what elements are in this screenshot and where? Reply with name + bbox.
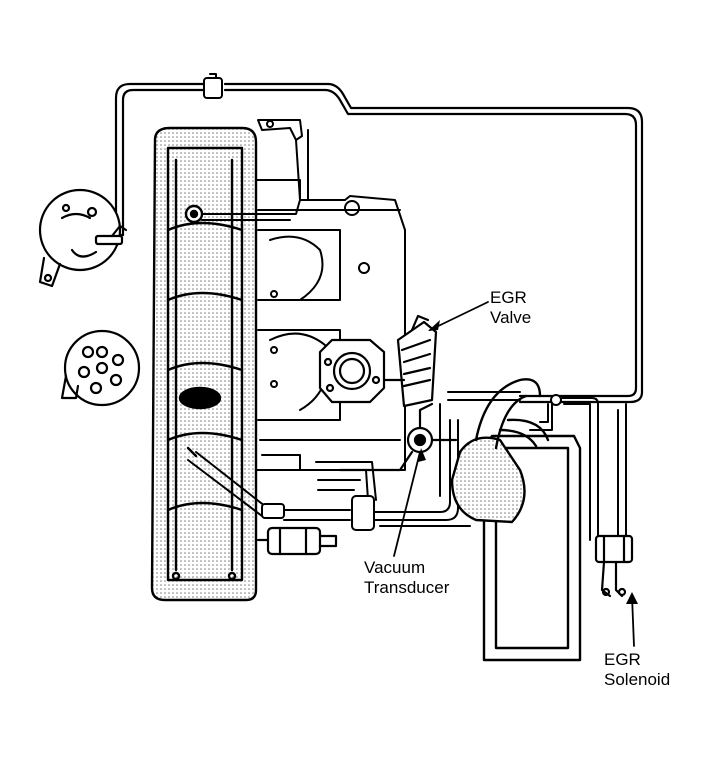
arrowheads bbox=[418, 320, 638, 604]
vacuum-hose-loop bbox=[114, 82, 644, 404]
vacuum-transducer-label: Vacuum Transducer bbox=[364, 558, 449, 598]
egr-valve bbox=[382, 314, 438, 408]
egr-valve-label-line1: EGR bbox=[490, 288, 527, 307]
egr-solenoid bbox=[594, 534, 634, 598]
throttle-body-flange bbox=[318, 338, 386, 404]
vacuum-advance-canister bbox=[38, 188, 128, 288]
vacuum-transducer-label-line2: Transducer bbox=[364, 578, 450, 597]
top-hose-fitting bbox=[203, 73, 223, 99]
egr-solenoid-label: EGR Solenoid bbox=[604, 650, 670, 690]
egr-solenoid-label-line1: EGR bbox=[604, 650, 641, 669]
distributor-cap bbox=[60, 329, 141, 407]
egr-solenoid-label-line2: Solenoid bbox=[604, 670, 671, 689]
egr-vacuum-hoses bbox=[447, 391, 627, 541]
sensor-plug bbox=[256, 526, 338, 556]
leader-lines bbox=[393, 301, 635, 647]
valve-cover-hoses bbox=[187, 199, 301, 519]
vacuum-transducer-label-line1: Vacuum bbox=[364, 558, 426, 577]
egr-valve-label-line2: Valve bbox=[490, 308, 532, 327]
valve-cover bbox=[150, 126, 258, 602]
egr-valve-label: EGR Valve bbox=[490, 288, 531, 328]
vacuum-transducer bbox=[338, 402, 458, 472]
air-duct bbox=[450, 378, 550, 524]
vacuum-tube-bundle bbox=[283, 403, 471, 531]
intake-manifold bbox=[249, 119, 406, 471]
